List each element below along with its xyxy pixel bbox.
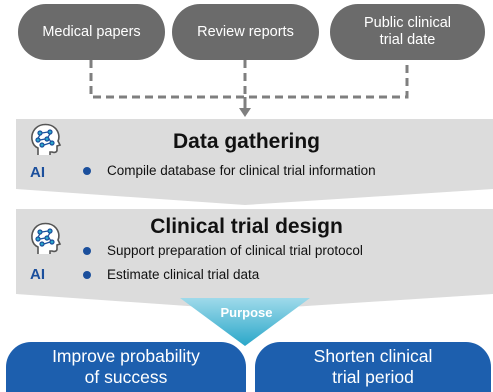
bullet-dot xyxy=(83,166,91,175)
goal-improve-probability-of-success: Improve probability of success xyxy=(6,342,246,392)
bullet-item: Compile database for clinical trial info… xyxy=(83,163,376,178)
bullet-item: Estimate clinical trial data xyxy=(83,267,259,282)
dashed-connector-outer xyxy=(89,60,409,99)
source-label: Public clinical trial date xyxy=(363,15,452,48)
bullet-dot xyxy=(83,246,91,255)
goal-label: Shorten clinical trial period xyxy=(313,346,433,387)
head-with-circuit-icon xyxy=(31,123,62,155)
purpose-triangle xyxy=(180,298,310,346)
bullet-text: Compile database for clinical trial info… xyxy=(107,163,376,178)
bullet-text: Estimate clinical trial data xyxy=(107,267,260,282)
bullet-item: Support preparation of clinical trial pr… xyxy=(83,243,363,258)
source-review-reports: Review reports xyxy=(172,4,319,60)
clinical-trial-design-title: Clinical trial design xyxy=(150,215,343,238)
data-gathering-title: Data gathering xyxy=(172,130,321,153)
dashed-connectors xyxy=(89,60,409,99)
source-label: Medical papers xyxy=(42,23,141,40)
goal-label: Improve probability of success xyxy=(52,346,200,387)
clinical-trial-design-chevron xyxy=(16,209,493,310)
source-public-clinical-trial-data: Public clinical trial date xyxy=(330,4,485,60)
ai-label: AI xyxy=(30,164,45,181)
bullet-dot xyxy=(83,270,91,279)
ai-label: AI xyxy=(30,266,45,283)
purpose-label: Purpose xyxy=(220,305,273,320)
data-gathering-chevron xyxy=(16,119,493,205)
source-label: Review reports xyxy=(197,23,294,40)
bullet-text: Support preparation of clinical trial pr… xyxy=(107,243,363,258)
goal-shorten-clinical-trial-period: Shorten clinical trial period xyxy=(255,342,491,392)
arrow-down-icon xyxy=(239,97,251,117)
source-medical-papers: Medical papers xyxy=(18,4,165,60)
head-with-circuit-icon xyxy=(31,222,62,254)
